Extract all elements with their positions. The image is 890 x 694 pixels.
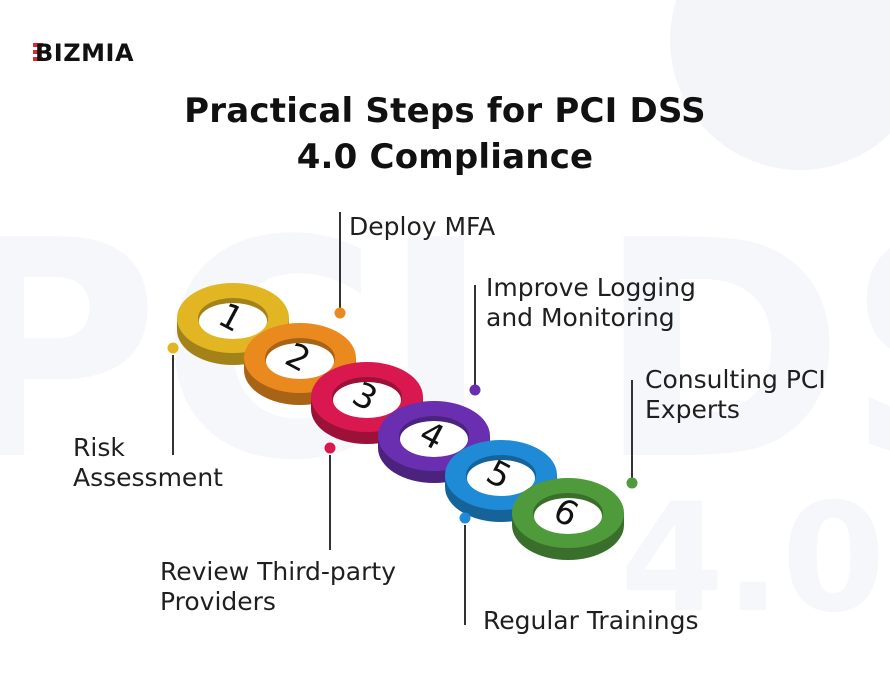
step-2-label-line-1: Deploy MFA (349, 212, 496, 241)
step-6-label-line-2: Experts (645, 395, 740, 424)
step-4-label-line-2: and Monitoring (486, 303, 675, 332)
step-6-label-line-1: Consulting PCI (645, 365, 826, 394)
step-3-label-line-2: Providers (160, 587, 276, 616)
bizmia-logo: BIZMIA (33, 38, 173, 66)
step-4-label-line-1: Improve Logging (486, 273, 696, 302)
step-3-dot (324, 442, 336, 454)
step-5-dot (459, 512, 471, 524)
step-3-label-line-1: Review Third-party (160, 557, 396, 586)
step-5-label: Regular Trainings (483, 606, 699, 636)
step-3-label: Review Third-party Providers (160, 557, 396, 617)
step-4-dot (469, 384, 481, 396)
step-2-dot (334, 307, 346, 319)
step-6-label: Consulting PCI Experts (645, 365, 826, 425)
step-1-dot (167, 342, 179, 354)
step-4-label: Improve Logging and Monitoring (486, 273, 696, 333)
step-6-ring (512, 478, 624, 560)
logo-text: BIZMIA (35, 39, 134, 66)
step-5-label-line-1: Regular Trainings (483, 606, 699, 635)
title-line-1: Practical Steps for PCI DSS (184, 91, 706, 131)
logo-accent-mark (33, 43, 43, 47)
step-1-label: Risk Assessment (73, 433, 223, 493)
step-6-dot (626, 477, 638, 489)
step-1-label-line-2: Assessment (73, 463, 223, 492)
background-circle (670, 0, 890, 170)
step-2-label: Deploy MFA (349, 212, 495, 242)
step-1-label-line-1: Risk (73, 433, 125, 462)
page-title: Practical Steps for PCI DSS 4.0 Complian… (0, 88, 890, 180)
title-line-2: 4.0 Compliance (296, 137, 594, 177)
background-watermark-version: 4.0 (620, 472, 886, 646)
